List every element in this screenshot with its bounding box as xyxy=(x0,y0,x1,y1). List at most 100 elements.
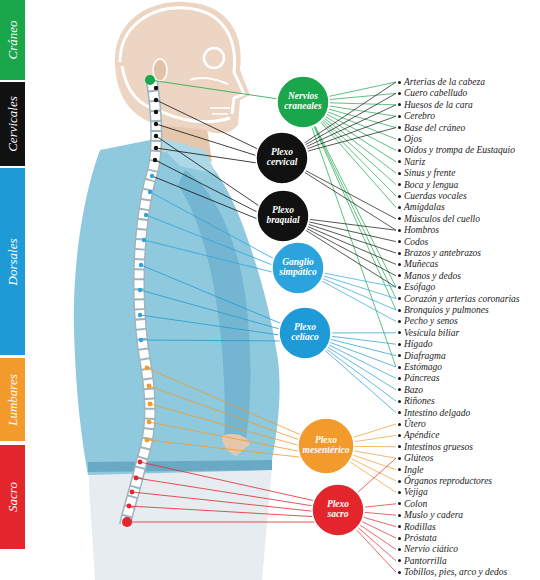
head xyxy=(115,2,250,133)
plexus-circle: Ganglio simpático xyxy=(271,241,325,295)
nerve-connector xyxy=(322,281,396,321)
bullet-dot xyxy=(398,423,401,426)
plexus-circle: Nervios craneales xyxy=(276,75,330,129)
nerve-connector xyxy=(332,336,396,344)
organ-label: Ingle xyxy=(404,464,424,476)
bullet-dot xyxy=(398,502,401,505)
organ-label: Bazo xyxy=(404,384,423,396)
bullet-dot xyxy=(398,297,401,300)
bullet-dot xyxy=(398,115,401,118)
organ-label: Páncreas xyxy=(404,372,440,384)
organ-label: Pantorrilla xyxy=(404,555,447,567)
organ-item: Músculos del cuello xyxy=(396,213,480,225)
spine-region-band: Cervicales xyxy=(0,82,25,166)
organ-item: Hombros xyxy=(396,224,439,236)
bullet-dot xyxy=(398,491,401,494)
organ-label: Huesos de la cara xyxy=(404,99,473,111)
nerve-connector xyxy=(322,121,396,196)
organ-label: Músculos del cuello xyxy=(404,213,480,225)
organ-label: Muslo y cadera xyxy=(404,509,463,521)
spine-region-band: Dorsales xyxy=(0,168,25,355)
nerve-connector xyxy=(306,171,396,219)
organ-label: Brazos y antebrazos xyxy=(404,247,481,259)
bullet-dot xyxy=(398,331,401,334)
organ-item: Corazón y arterias coronarias xyxy=(396,293,520,305)
plexus-circle: Plexo sacro xyxy=(311,483,365,537)
organ-label: Apéndice xyxy=(404,429,439,441)
organ-item: Esófago xyxy=(396,281,435,293)
nerve-connector xyxy=(354,424,396,437)
plexus-circle: Plexo mesentérico xyxy=(297,417,355,475)
organ-item: Órganos reproductores xyxy=(396,475,492,487)
organ-label: Hígado xyxy=(404,338,433,350)
organ-label: Oídos y trompa de Eustaquio xyxy=(404,144,515,156)
region-label: Sacro xyxy=(5,482,21,512)
organ-item: Intestinos gruesos xyxy=(396,441,473,453)
bullet-dot xyxy=(398,160,401,163)
organ-item: Apéndice xyxy=(396,429,439,441)
spine-region-band: Cráneo xyxy=(0,0,25,80)
organ-item: Base del cráneo xyxy=(396,122,465,134)
vertebra-dots xyxy=(122,75,158,527)
organ-item: Pecho y senos xyxy=(396,315,458,327)
organ-item: Útero xyxy=(396,418,426,430)
bullet-dot xyxy=(398,343,401,346)
organ-item: Nariz xyxy=(396,156,425,168)
organ-item: Páncreas xyxy=(396,372,440,384)
nerve-connector xyxy=(330,106,396,116)
nerve-connector xyxy=(358,528,396,561)
organ-item: Amígdalas xyxy=(396,201,445,213)
bullet-dot xyxy=(398,400,401,403)
organ-item: Cerebro xyxy=(396,110,435,122)
bullet-dot xyxy=(398,559,401,562)
bullet-dot xyxy=(398,149,401,152)
organ-label: Nervio ciático xyxy=(404,543,458,555)
organ-label: Glúteos xyxy=(404,452,434,464)
organ-item: Boca y lengua xyxy=(396,179,458,191)
bullet-dot xyxy=(398,81,401,84)
cheekbone xyxy=(190,78,228,84)
bullet-dot xyxy=(398,229,401,232)
organ-label: Muñecas xyxy=(404,258,438,270)
organ-label: Cerebro xyxy=(404,110,435,122)
organ-item: Oídos y trompa de Eustaquio xyxy=(396,144,515,156)
organ-item: Codos xyxy=(396,236,428,248)
organ-label: Diafragma xyxy=(404,350,446,362)
bullet-dot xyxy=(398,172,401,175)
nerve-connector xyxy=(328,347,396,390)
nerve-connector xyxy=(355,446,396,447)
organ-label: Bronquios y pulmones xyxy=(404,304,489,316)
nerve-connector xyxy=(315,126,396,287)
organ-label: Base del cráneo xyxy=(404,122,465,134)
bullet-dot xyxy=(398,571,401,574)
bullet-dot xyxy=(398,514,401,517)
nerve-connector xyxy=(355,451,396,458)
organ-label: Útero xyxy=(404,418,426,430)
nerve-connector xyxy=(330,93,396,99)
organ-label: Intestino delgado xyxy=(404,407,470,419)
nerve-connector xyxy=(356,530,396,572)
bullet-dot xyxy=(398,388,401,391)
plexus-label: Plexo sacro xyxy=(327,500,349,520)
bullet-dot xyxy=(398,126,401,129)
organ-item: Tobillos, pies, arco y dedos xyxy=(396,566,507,578)
nerve-connector xyxy=(314,127,396,310)
organ-item: Vesícula biliar xyxy=(396,327,459,339)
bullet-dot xyxy=(398,377,401,380)
bullet-dot xyxy=(398,537,401,540)
organ-label: Nariz xyxy=(404,156,425,168)
organ-item: Hígado xyxy=(396,338,433,350)
organ-label: Sinus y frente xyxy=(404,167,455,179)
organ-item: Ojos xyxy=(396,133,422,145)
organ-label: Amígdalas xyxy=(404,201,445,213)
organ-item: Vejiga xyxy=(396,486,428,498)
nerve-connector xyxy=(327,349,396,401)
nerve-connector xyxy=(358,458,396,492)
organ-item: Glúteos xyxy=(396,452,434,464)
organ-label: Estómago xyxy=(404,361,442,373)
organ-label: Intestinos gruesos xyxy=(404,441,473,453)
organ-label: Corazón y arterias coronarias xyxy=(404,293,520,305)
bullet-dot xyxy=(398,445,401,448)
nerve-connector xyxy=(324,276,396,299)
bullet-dot xyxy=(398,548,401,551)
